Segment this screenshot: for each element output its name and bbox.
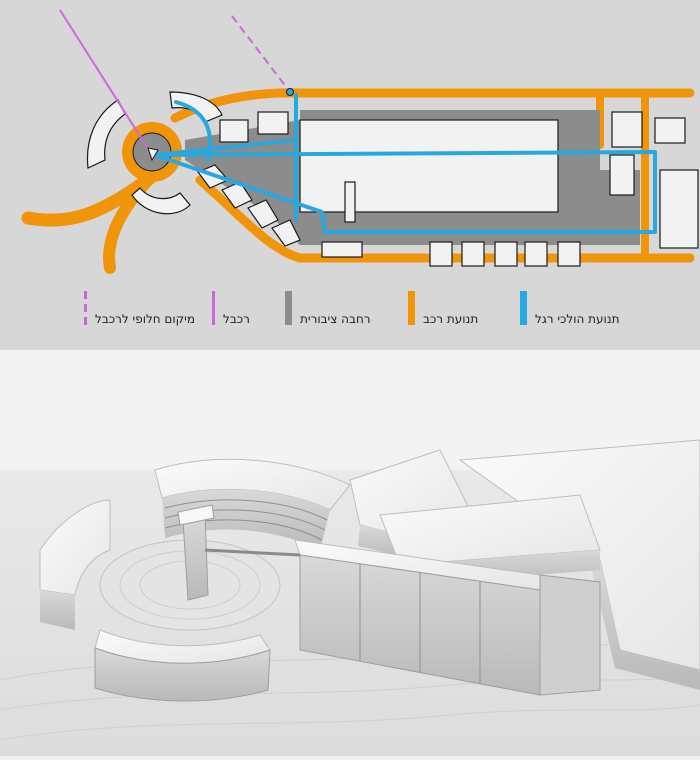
model-long-building-end bbox=[539, 574, 601, 696]
road-south-branch bbox=[103, 172, 156, 274]
building-row-4 bbox=[494, 241, 518, 267]
legend-label-cable-car: רכבל bbox=[223, 312, 250, 326]
model-east-wall bbox=[592, 560, 700, 690]
pedestrian-arc-north bbox=[174, 100, 213, 162]
building-row-2 bbox=[429, 241, 453, 267]
building-arc-south bbox=[131, 187, 191, 215]
model-rendering bbox=[0, 439, 700, 756]
building-ne-3 bbox=[609, 154, 635, 196]
building-tower-1 bbox=[344, 181, 356, 223]
building-north-1 bbox=[219, 119, 249, 143]
model-long-building-modules bbox=[359, 564, 481, 683]
building-wedge-2 bbox=[221, 181, 253, 209]
building-row-6 bbox=[557, 241, 581, 267]
legend-item-public-square: רחבה ציבורית bbox=[285, 288, 371, 328]
legend-item-pedestrian: תנועת הולכי רגל bbox=[520, 288, 620, 328]
building-main-block bbox=[299, 119, 559, 213]
cable-car-terminal-icon bbox=[147, 147, 159, 162]
cable-car-lines bbox=[59, 9, 291, 153]
model-south-arc-front bbox=[94, 647, 271, 702]
site-plan-panel: תנועת הולכי רגל תנועת רכב רחבה ציבורית ר… bbox=[0, 0, 700, 350]
road-main-south bbox=[195, 175, 695, 263]
building-north-2 bbox=[257, 111, 289, 135]
model-west-arc-front bbox=[40, 590, 75, 630]
legend-swatch-public-square bbox=[285, 291, 292, 325]
legend-label-pedestrian: תנועת הולכי רגל bbox=[535, 312, 620, 326]
legend-label-public-square: רחבה ציבורית bbox=[300, 312, 371, 326]
site-plan-diagram bbox=[21, 9, 699, 274]
building-wedge-4 bbox=[271, 219, 301, 247]
pedestrian-route-diag bbox=[153, 138, 298, 157]
building-arc-west bbox=[86, 99, 126, 169]
legend-swatch-cable-car-alt bbox=[84, 291, 87, 325]
legend: תנועת הולכי רגל תנועת רכב רחבה ציבורית ר… bbox=[0, 288, 700, 338]
legend-item-cable-car: רכבל bbox=[212, 288, 250, 328]
model-curved-building-facade bbox=[162, 489, 330, 550]
pedestrian-routes bbox=[153, 93, 657, 234]
building-wedge-3 bbox=[247, 199, 279, 229]
cable-car-station-icon bbox=[286, 88, 294, 96]
building-row-3 bbox=[461, 241, 485, 267]
building-ne-1 bbox=[611, 111, 643, 148]
building-se-long bbox=[659, 169, 699, 249]
cable-car-alt-line bbox=[231, 15, 291, 93]
model-rendering-panel bbox=[0, 350, 700, 756]
legend-item-cable-car-alt: מיקום חלופי לרכבל bbox=[84, 288, 195, 328]
building-row-5 bbox=[524, 241, 548, 267]
model-bridge bbox=[204, 548, 301, 557]
model-cable-tower bbox=[182, 514, 209, 601]
model-west-arc bbox=[39, 499, 111, 596]
legend-swatch-cable-car bbox=[212, 291, 215, 325]
legend-swatch-vehicle bbox=[408, 291, 415, 325]
legend-label-cable-car-alt: מיקום חלופי לרכבל bbox=[95, 312, 196, 326]
building-ne-2 bbox=[654, 117, 686, 144]
legend-label-vehicle: תנועת רכב bbox=[423, 312, 479, 326]
building-row-1 bbox=[321, 241, 363, 258]
legend-item-vehicle: תנועת רכב bbox=[408, 288, 478, 328]
model-cable-tower-top bbox=[177, 504, 215, 526]
legend-swatch-pedestrian bbox=[520, 291, 527, 325]
cable-car-line bbox=[59, 9, 151, 153]
